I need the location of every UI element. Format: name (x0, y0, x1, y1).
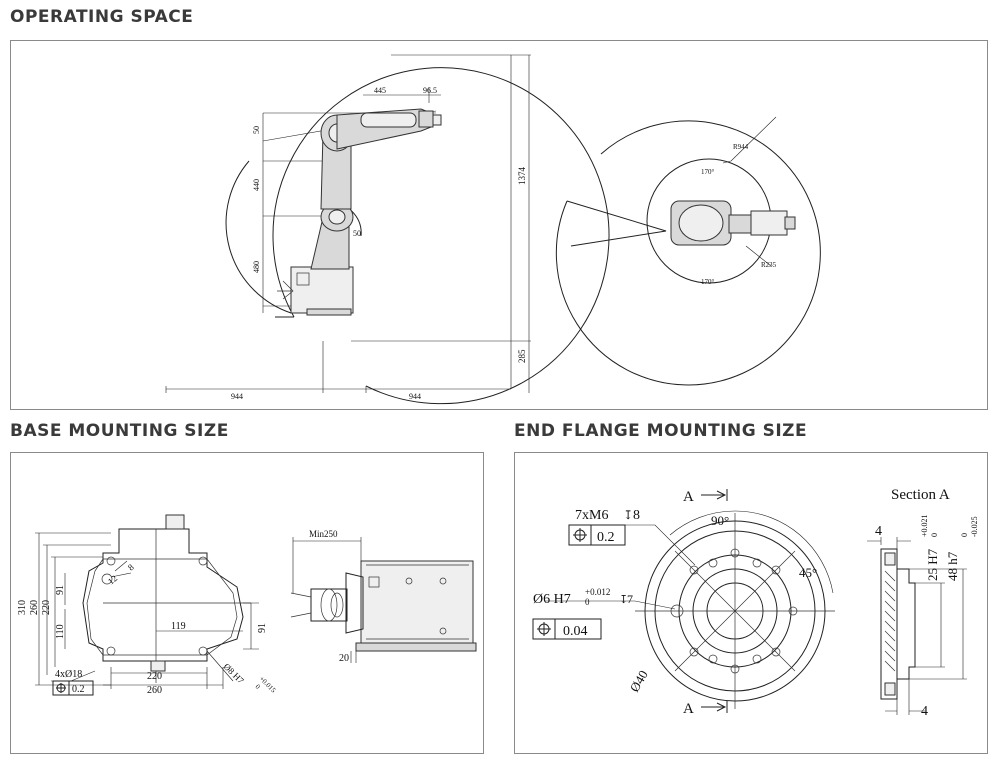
base-mounting-drawing: 310 260 220 91 110 12 8 119 91 220 260 4… (17, 514, 477, 696)
section-a-title: Section A (891, 487, 950, 503)
dim-50-top: 50 (252, 126, 261, 134)
flange-pin-depth: 7 (627, 592, 633, 606)
dim-220-horizontal: 220 (147, 671, 162, 682)
fit-48-tol-low: -0.025 (970, 516, 979, 537)
dim-8: 8 (126, 562, 136, 573)
dim-260-vertical: 260 (29, 600, 40, 615)
dim-310: 310 (17, 600, 28, 615)
fit-25-tol-up: +0.021 (920, 514, 929, 537)
fit-25-label: 25 H7 (925, 548, 940, 581)
thread-depth-symbol: ↧ (623, 508, 633, 522)
fit-48-label: 48 h7 (945, 551, 960, 581)
pin-depth-symbol: ↧ (619, 594, 628, 606)
flange-tol-004: 0.04 (563, 624, 588, 639)
fit-48-tol-up: 0 (960, 533, 969, 537)
label-a-top: A (683, 489, 694, 505)
dim-220-vertical: 220 (41, 600, 52, 615)
holes-label: 4xØ18 (55, 669, 82, 680)
dim-944-right: 944 (409, 392, 421, 401)
pin-label: Ø8 H7 (222, 661, 247, 686)
dim-4-bottom: 4 (921, 704, 928, 719)
flange-pin-label: Ø6 H7 (533, 592, 571, 607)
label-a-bottom: A (683, 701, 694, 717)
dim-944-left: 944 (231, 392, 243, 401)
thread-label: 7xM6 (575, 508, 608, 523)
dim-110: 110 (55, 624, 66, 639)
flange-pin-tol-low: 0 (585, 597, 590, 607)
operating-space-drawing: 445 96.5 50 440 50 480 1374 285 944 944 … (165, 54, 821, 405)
thread-depth: 8 (633, 508, 640, 523)
dim-260-horizontal: 260 (147, 685, 162, 696)
end-flange-title: END FLANGE MOUNTING SIZE (514, 421, 808, 441)
dim-91-right: 91 (257, 623, 268, 633)
flange-pin-tol-up: +0.012 (585, 587, 610, 597)
min250-label: Min250 (309, 529, 338, 539)
dim-20: 20 (339, 653, 349, 664)
dim-96-5: 96.5 (423, 86, 437, 95)
dia40-label: Ø40 (627, 668, 651, 695)
dim-480: 480 (252, 261, 261, 273)
dim-285: 285 (517, 349, 527, 363)
dim-119: 119 (171, 621, 186, 632)
base-mounting-panel: 310 260 220 91 110 12 8 119 91 220 260 4… (10, 452, 484, 754)
base-mounting-title: BASE MOUNTING SIZE (10, 421, 229, 441)
angle-90: 90° (711, 513, 729, 528)
operating-space-panel: 445 96.5 50 440 50 480 1374 285 944 944 … (10, 40, 988, 410)
flange-tol-02: 0.2 (597, 530, 615, 545)
end-flange-panel: A A 7xM6 ↧ 8 0.2 90° 45° Ø6 H7 +0.012 0 … (514, 452, 988, 754)
r944-label: R944 (733, 143, 749, 151)
angle-170-top: 170° (701, 168, 715, 176)
angle-45: 45° (799, 565, 817, 580)
angle-170-bottom: 170° (701, 278, 715, 286)
r235-label: R235 (761, 261, 777, 269)
fit-25-tol-low: 0 (930, 533, 939, 537)
dim-440: 440 (252, 179, 261, 191)
dim-1374: 1374 (517, 167, 527, 186)
dim-91-left: 91 (55, 585, 66, 595)
pin-tol-low: 0 (254, 683, 262, 691)
end-flange-drawing: A A 7xM6 ↧ 8 0.2 90° 45° Ø6 H7 +0.012 0 … (532, 487, 979, 719)
operating-space-title: OPERATING SPACE (10, 7, 194, 27)
dim-4-top: 4 (875, 524, 882, 539)
dim-50-mid: 50 (353, 229, 361, 238)
base-tol-02: 0.2 (72, 684, 85, 695)
dim-445: 445 (374, 86, 386, 95)
dim-12: 12 (106, 573, 119, 586)
